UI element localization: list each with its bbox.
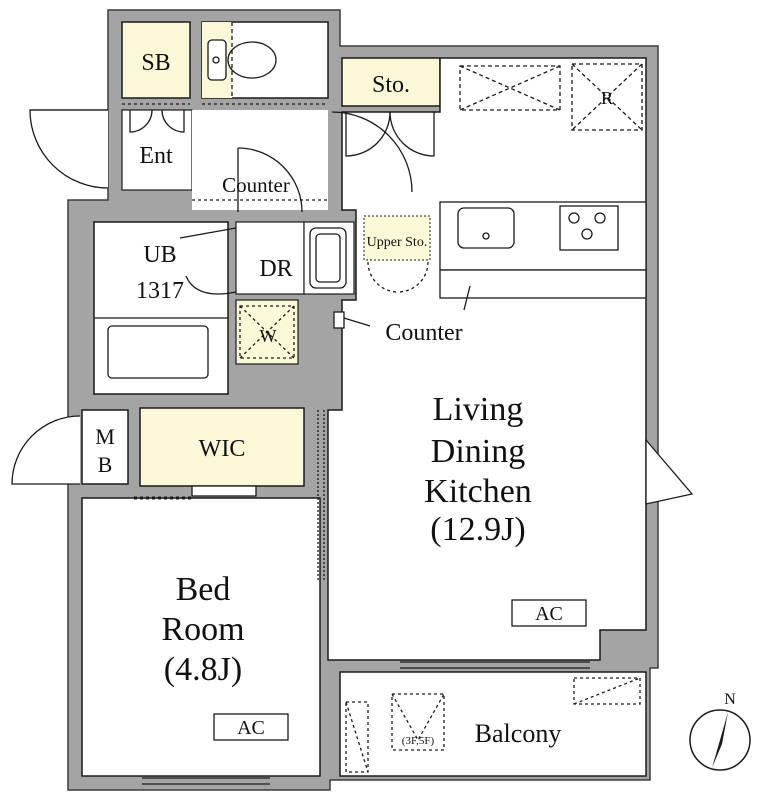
label-ldk-line2: Dining <box>431 433 525 470</box>
north-arrow-icon <box>712 712 728 768</box>
label-upper-storage: Upper Sto. <box>367 235 428 250</box>
ub-door-line <box>179 227 237 239</box>
sto-door-swing-right <box>389 111 435 157</box>
toilet-bowl <box>227 41 277 79</box>
hallway-floor <box>192 110 328 210</box>
label-counter-entry: Counter <box>222 173 290 197</box>
label-ac-bed: AC <box>237 717 265 739</box>
appliance-x-1 <box>459 65 561 111</box>
storage-room <box>341 57 441 107</box>
upper-sto-swing-left <box>367 261 399 293</box>
counter-post <box>333 311 345 329</box>
label-bed-size: (4.8J) <box>164 651 242 688</box>
mb-door-swing <box>11 415 81 485</box>
kitchen-counter <box>439 201 647 271</box>
label-balcony: Balcony <box>475 719 562 748</box>
appliance-x-2 <box>459 65 561 111</box>
ub-leader <box>185 275 237 295</box>
washer-box <box>239 305 295 359</box>
mb-room <box>81 409 129 485</box>
label-ub: UB <box>143 242 176 268</box>
fixtures <box>11 22 694 785</box>
ac-ldk-box <box>511 599 587 627</box>
vanity-basin <box>309 227 347 289</box>
label-ldk-line1: Living <box>433 391 524 428</box>
label-ub-size: 1317 <box>136 278 184 304</box>
balcony-ac-unit-1-x <box>345 701 369 773</box>
label-ac-ldk: AC <box>535 603 563 625</box>
balcony-ac-unit-2 <box>391 693 445 751</box>
stove <box>559 205 619 251</box>
counter-leader-kitchen <box>463 285 471 311</box>
entrance-door-swing <box>29 109 109 189</box>
ldk-floor <box>327 57 647 661</box>
ldk-door-swing <box>331 111 413 193</box>
entrance-floor <box>121 109 193 191</box>
balcony-ac-unit-3 <box>573 677 641 705</box>
burner-icon-1 <box>568 212 580 224</box>
refrigerator-box <box>571 63 643 131</box>
sb-room <box>121 21 191 99</box>
label-counter-kitchen: Counter <box>385 320 462 346</box>
label-mb-top: M <box>95 424 115 449</box>
sink-drain-icon <box>482 232 490 240</box>
label-bed-line2: Room <box>161 611 244 648</box>
burner-icon-3 <box>581 228 593 240</box>
compass-north-label: N <box>724 691 736 708</box>
label-refrigerator: R <box>601 88 613 108</box>
label-ldk-size: (12.9J) <box>430 511 525 548</box>
hall-door-swing <box>237 147 303 213</box>
label-washer: W <box>260 326 277 346</box>
toilet-tank <box>207 39 227 81</box>
label-storage: Sto. <box>372 72 410 98</box>
balcony-ac-unit-1 <box>345 701 369 773</box>
bathtub <box>107 325 209 379</box>
label-entrance: Ent <box>139 143 173 169</box>
kitchen-appliance-box <box>459 65 561 111</box>
toilet-flush-icon <box>212 56 220 64</box>
wic-room <box>139 407 305 487</box>
compass: N <box>689 691 751 771</box>
washer-x-2 <box>239 305 295 359</box>
label-bed-line1: Bed <box>176 571 231 608</box>
ac-bed-box <box>213 713 289 741</box>
sto-door-swing-left <box>345 111 391 157</box>
sb-door-swing-left <box>129 109 153 133</box>
label-balcony-note: (3F,5F) <box>402 735 435 747</box>
upper-sto-swing-right <box>397 261 429 293</box>
ldk-window-swing <box>645 438 694 505</box>
label-dr: DR <box>259 256 292 282</box>
label-wic: WIC <box>199 436 246 462</box>
sb-door-swing-right <box>161 109 185 133</box>
vanity-inner <box>315 233 341 283</box>
upper-storage-area <box>363 215 431 261</box>
label-mb-bottom: B <box>98 452 113 477</box>
counter-leader-dr <box>343 317 371 327</box>
fridge-x-1 <box>571 63 643 131</box>
fridge-x-2 <box>571 63 643 131</box>
labels: SB Ent Counter Sto. R UB 1317 DR W Upper… <box>95 50 613 748</box>
kitchen-back-counter <box>439 269 647 299</box>
burner-icon-2 <box>594 212 606 224</box>
wic-door-opening <box>191 485 257 497</box>
kitchen-sink <box>457 207 515 249</box>
label-ldk-line3: Kitchen <box>424 473 532 510</box>
label-sb: SB <box>141 50 170 76</box>
balcony-floor <box>339 671 647 777</box>
